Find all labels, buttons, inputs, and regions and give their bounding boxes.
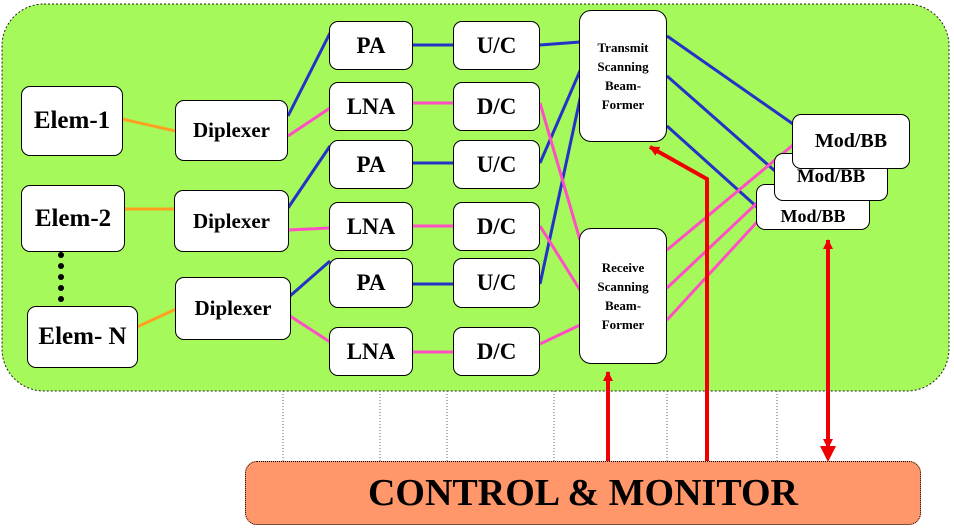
control-monitor-label: CONTROL & MONITOR <box>367 472 798 514</box>
pa-1-box: PA <box>329 21 413 70</box>
element-2-box: Elem-2 <box>21 185 125 252</box>
dc-2-box: D/C <box>453 202 540 251</box>
pa-3-box: PA <box>329 258 413 308</box>
uc-1-box: U/C <box>453 21 540 70</box>
control-arrows <box>603 145 833 461</box>
ellipsis-dots <box>53 252 69 304</box>
dc-3-box: D/C <box>453 327 540 376</box>
uc-2-box: U/C <box>453 140 540 189</box>
modem-1-box: Mod/BB <box>792 114 910 169</box>
diplexer-1-box: Diplexer <box>175 100 288 161</box>
bus-lines <box>282 391 778 461</box>
lna-3-box: LNA <box>329 327 413 376</box>
element-1-box: Elem-1 <box>21 86 123 156</box>
dc-1-box: D/C <box>453 82 540 131</box>
lna-2-box: LNA <box>329 202 413 251</box>
receive-lines <box>287 101 794 354</box>
element-n-box: Elem- N <box>27 306 138 368</box>
uc-3-box: U/C <box>453 258 540 308</box>
diplexer-3-box: Diplexer <box>175 277 291 340</box>
lna-1-box: LNA <box>329 82 413 131</box>
pa-2-box: PA <box>329 140 413 189</box>
element-lines <box>121 117 181 329</box>
transmit-beamformer-box: Transmit Scanning Beam- Former <box>579 10 667 142</box>
receive-beamformer-box: Receive Scanning Beam- Former <box>579 228 667 364</box>
control-monitor-box: CONTROL & MONITOR <box>245 461 921 525</box>
diplexer-2-box: Diplexer <box>174 190 289 252</box>
transmit-lines <box>286 32 794 298</box>
